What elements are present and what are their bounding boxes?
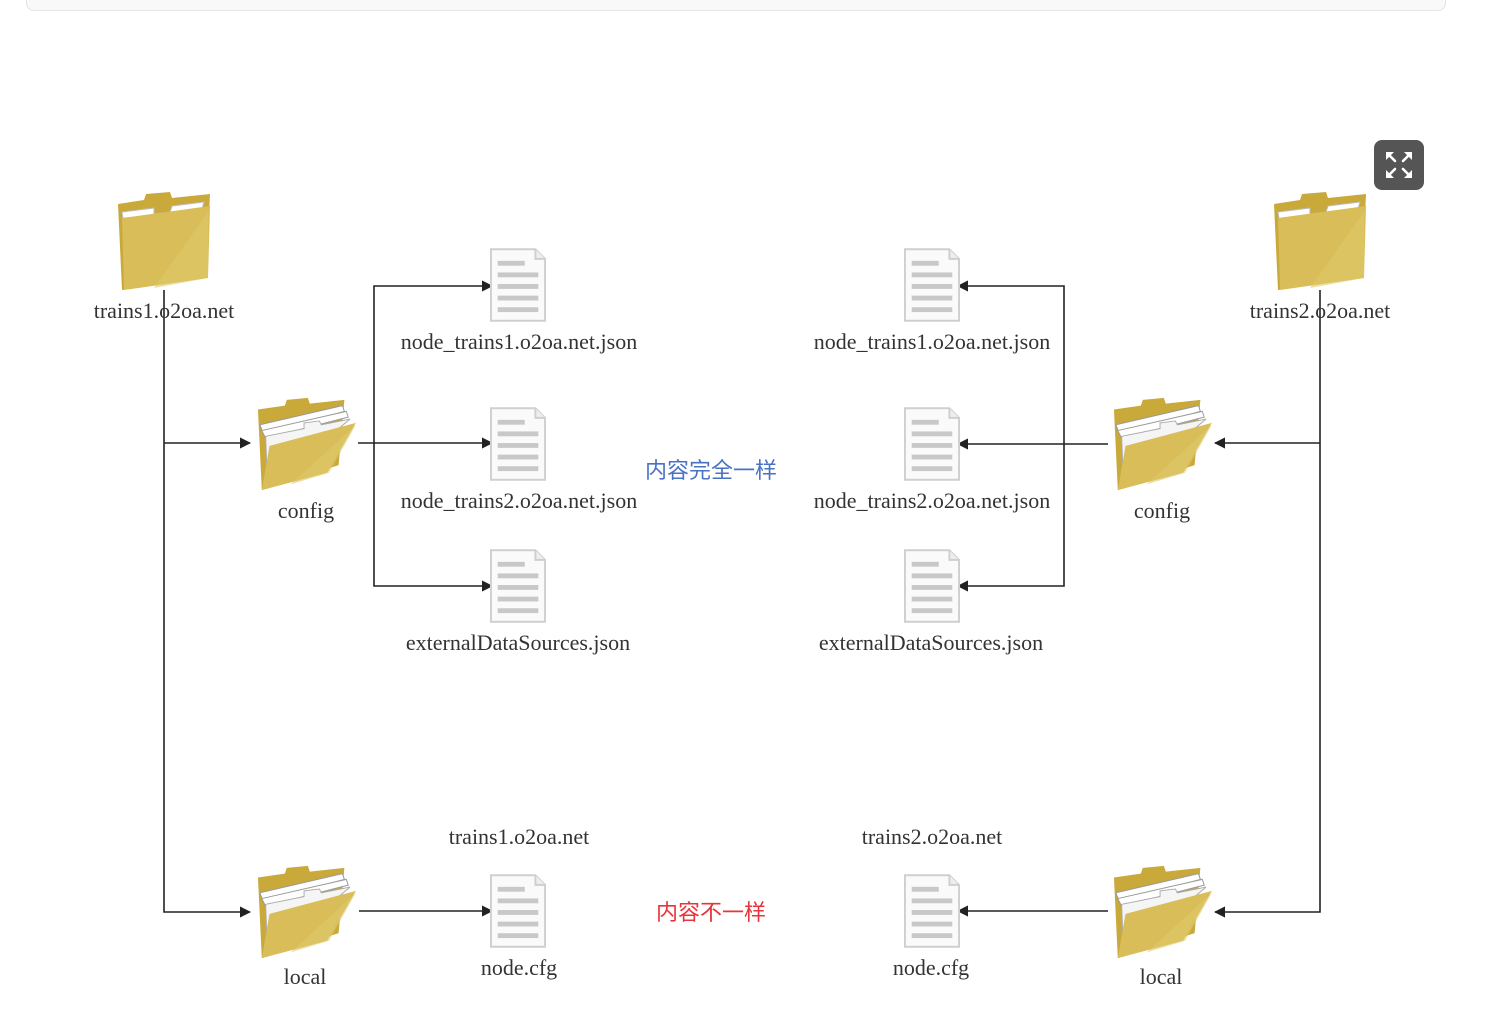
right-node-cfg-label: node.cfg [893,955,969,980]
connector-right-root [1213,290,1321,918]
file-icon-left-node-trains2[interactable] [489,407,547,481]
file-icon-left-external-datasources[interactable] [489,549,547,623]
left-node-cfg-caption: trains1.o2oa.net [449,824,590,849]
file-icon-right-node-cfg[interactable] [903,874,961,948]
left-config-label: config [278,498,334,523]
folder-open-icon-right-config[interactable] [1113,397,1213,491]
folder-icon-right-root[interactable] [1273,192,1367,291]
file-icon-right-node-trains2[interactable] [903,407,961,481]
connector-left-config-file1 [373,280,494,443]
right-root-label: trains2.o2oa.net [1250,298,1391,323]
left-file-node-trains2-label: node_trains2.o2oa.net.json [401,488,637,513]
previous-content-card [26,0,1446,11]
connectors [163,280,1321,918]
folder-open-icon-left-config[interactable] [257,397,357,491]
folder-open-icon-right-local[interactable] [1113,865,1213,959]
expand-arrows-icon [1386,152,1412,178]
note-content-different: 内容不一样 [656,901,766,926]
right-file-node-trains1-label: node_trains1.o2oa.net.json [814,329,1050,354]
folder-open-icon-left-local[interactable] [257,865,357,959]
right-local-label: local [1140,964,1183,989]
right-file-external-datasources-label: externalDataSources.json [819,630,1043,655]
note-content-identical: 内容完全一样 [645,459,777,484]
file-icon-right-node-trains1[interactable] [903,248,961,322]
fullscreen-button[interactable] [1374,140,1424,190]
left-local-label: local [284,964,327,989]
left-file-node-trains1-label: node_trains1.o2oa.net.json [401,329,637,354]
right-node-cfg-caption: trains2.o2oa.net [862,824,1003,849]
left-root-label: trains1.o2oa.net [94,298,235,323]
connector-right-config-file3 [956,444,1065,592]
connector-left-config-file3 [373,443,494,592]
left-node-cfg-label: node.cfg [481,955,557,980]
right-config-label: config [1134,498,1190,523]
connector-right-config-file1 [956,280,1065,444]
file-icon-left-node-cfg[interactable] [489,874,547,948]
folder-icon-left-root[interactable] [117,192,211,291]
file-icon-left-node-trains1[interactable] [489,248,547,322]
connector-left-root [163,290,252,918]
file-icon-right-external-datasources[interactable] [903,549,961,623]
left-file-external-datasources-label: externalDataSources.json [406,630,630,655]
right-file-node-trains2-label: node_trains2.o2oa.net.json [814,488,1050,513]
